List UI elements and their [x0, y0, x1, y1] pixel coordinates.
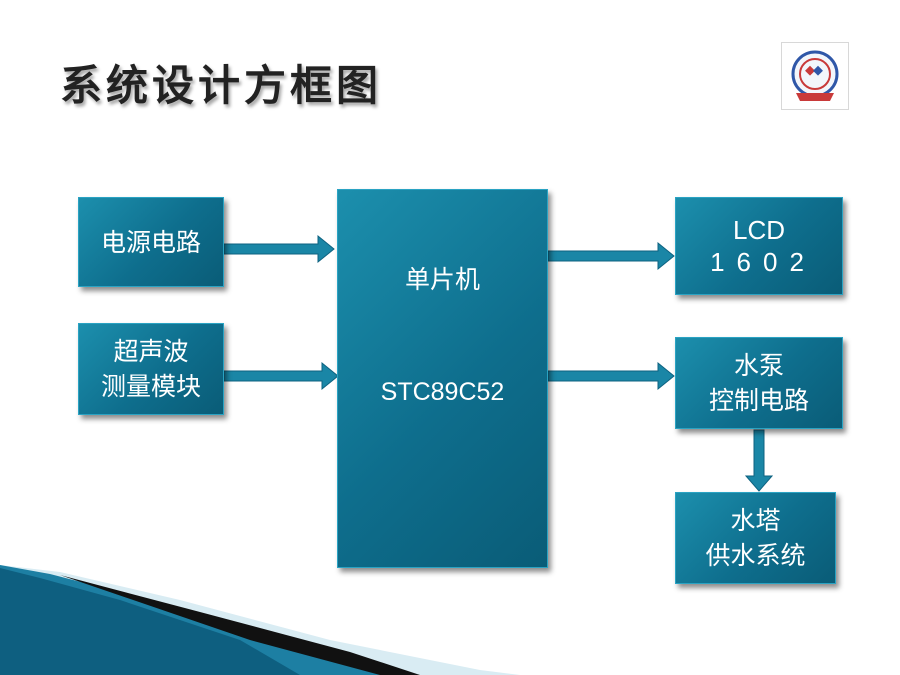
block-tower-label-1: 水塔 [730, 506, 781, 535]
block-sensor-label-2: 测量模块 [100, 372, 201, 401]
arrow-mcu-to-pump [547, 361, 675, 391]
arrow-power-to-mcu [223, 234, 335, 264]
swoosh-black [60, 575, 420, 675]
block-mcu-label: 单片机 [404, 265, 480, 294]
block-mcu: 单片机 STC89C52 [337, 189, 548, 568]
block-pump-label-1: 水泵 [733, 351, 784, 380]
block-power-label: 电源电路 [100, 227, 201, 257]
block-power-circuit: 电源电路 [78, 197, 224, 287]
block-pump-control: 水泵 控制电路 [675, 337, 843, 429]
arrow-pump-to-tower [744, 429, 774, 492]
block-sensor-label-1: 超声波 [113, 337, 189, 366]
block-lcd-label-2: 1602 [710, 247, 816, 277]
block-ultrasonic-sensor: 超声波 测量模块 [78, 323, 224, 415]
swoosh-dark [0, 568, 300, 675]
block-tower-label-2: 供水系统 [705, 541, 806, 570]
arrow-mcu-to-lcd [547, 241, 675, 271]
arrow-sensor-to-mcu [223, 361, 339, 391]
block-mcu-model: STC89C52 [380, 378, 505, 406]
block-pump-label-2: 控制电路 [708, 386, 809, 415]
school-logo-icon [781, 42, 849, 110]
page-title: 系统设计方框图 [60, 61, 383, 110]
block-water-tower: 水塔 供水系统 [675, 492, 836, 584]
block-lcd: LCD 1602 [675, 197, 843, 295]
block-lcd-label-1: LCD [732, 214, 785, 245]
